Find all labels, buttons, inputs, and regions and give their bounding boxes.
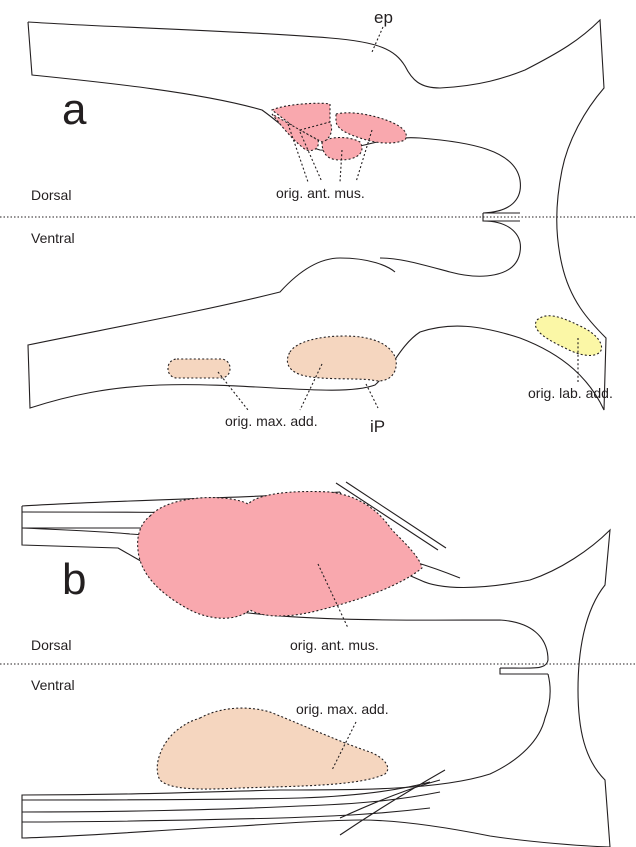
panel-a-anterior-muscle-origins — [272, 103, 406, 160]
label-orig-max-add-a: orig. max. add. — [225, 413, 318, 429]
label-orig-ant-mus-a: orig. ant. mus. — [276, 185, 365, 201]
label-dorsal-b: Dorsal — [31, 637, 71, 653]
panel-b-max-add-origin — [157, 708, 388, 789]
label-ventral-a: Ventral — [31, 230, 75, 246]
panel-a-ventral-upper-curve — [380, 221, 520, 276]
panel-a-max-add-origin-small — [168, 359, 230, 378]
panel-a: ep a Dorsal orig. ant. mus. Ventral orig… — [0, 8, 636, 436]
label-dorsal-a: Dorsal — [31, 187, 71, 203]
ant-mus-origin-3 — [322, 138, 362, 161]
label-ip: iP — [370, 417, 385, 436]
label-ep: ep — [374, 8, 393, 27]
panel-a-letter: a — [62, 85, 87, 134]
panel-b-ant-mus-origin — [138, 492, 422, 619]
label-ventral-b: Ventral — [31, 677, 75, 693]
label-orig-lab-add: orig. lab. add. — [528, 385, 613, 401]
panel-b-letter: b — [62, 555, 86, 604]
panel-b: b Dorsal orig. ant. mus. Ventral orig. m… — [0, 482, 636, 847]
panel-a-max-add-origin-large — [287, 336, 396, 381]
label-orig-ant-mus-b: orig. ant. mus. — [290, 637, 379, 653]
label-orig-max-add-b: orig. max. add. — [296, 701, 389, 717]
panel-a-ep-leader — [372, 27, 383, 52]
